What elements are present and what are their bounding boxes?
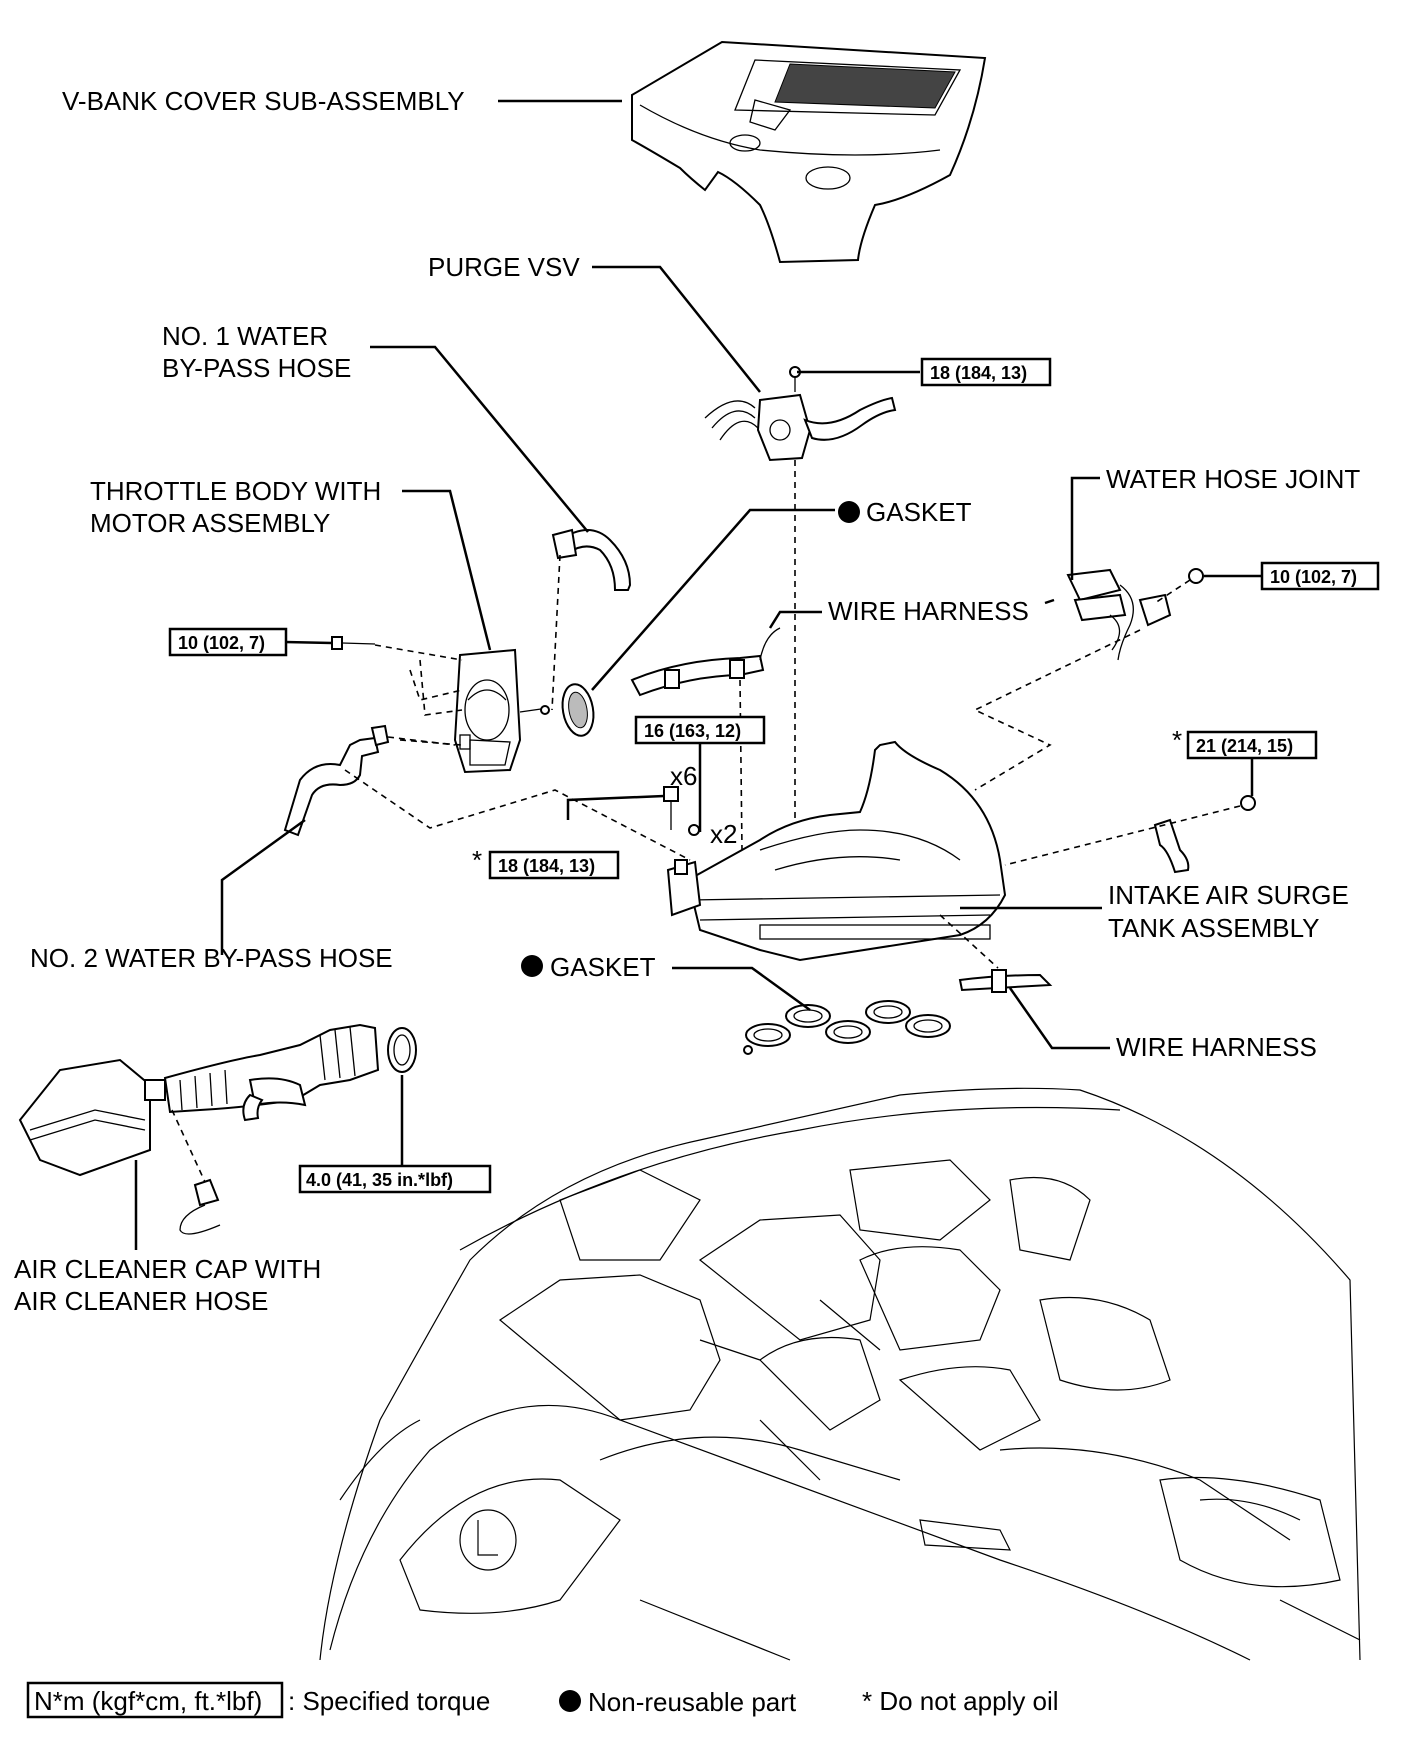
no1-water-bypass-hose-part: [551, 528, 632, 591]
throttle-body-part: [453, 648, 550, 774]
throttle-body-label-1: THROTTLE BODY WITH: [90, 476, 381, 506]
manifold-gasket-part: [743, 1000, 951, 1055]
torque-purge-vsv-box: 18 (184, 13): [920, 357, 1052, 387]
legend-nonreusable: Non-reusable part: [588, 1687, 797, 1717]
air-cleaner-part: [18, 1023, 417, 1235]
legend-torque-box: [26, 1681, 284, 1719]
nonreusable-marker-icon: [521, 955, 543, 977]
water-hose-joint-label: WATER HOSE JOINT: [1106, 464, 1360, 494]
qty-x2-label: x2: [710, 819, 737, 849]
intake-surge-label-1: INTAKE AIR SURGE: [1108, 880, 1349, 910]
no1-water-hose-label-2: BY-PASS HOSE: [162, 353, 351, 383]
torque-surge-tank-box: 18 (184, 13): [488, 850, 620, 880]
torque-water-joint-box: 10 (102, 7): [1260, 561, 1380, 591]
torque-manifold-nut-box: 16 (163, 12): [634, 715, 766, 745]
torque-throttle-box: 10 (102, 7): [168, 627, 288, 657]
intake-surge-label-2: TANK ASSEMBLY: [1108, 913, 1319, 943]
throttle-gasket-part: [561, 683, 595, 737]
throttle-bolt-part: [331, 636, 376, 650]
legend-torque-unit: N*m (kgf*cm, ft.*lbf): [34, 1686, 262, 1716]
v-bank-cover-label: V-BANK COVER SUB-ASSEMBLY: [62, 86, 465, 116]
manifold-nut-part: [688, 824, 700, 836]
wire-harness-top-label: WIRE HARNESS: [828, 596, 1029, 626]
legend-no-oil: * Do not apply oil: [862, 1686, 1059, 1716]
svg-text:18 (184, 13): 18 (184, 13): [930, 363, 1027, 383]
svg-text:21 (214, 15): 21 (214, 15): [1196, 736, 1293, 756]
bracket-bolt-part: [1240, 795, 1256, 811]
v-bank-cover-part: [631, 40, 987, 264]
no2-water-bypass-hose-part: [283, 724, 390, 837]
torque-hose-clamp-box: 4.0 (41, 35 in.*lbf): [298, 1164, 492, 1194]
gasket-top-label: GASKET: [866, 497, 972, 527]
wire-harness-bottom-label: WIRE HARNESS: [1116, 1032, 1317, 1062]
svg-text:16 (163, 12): 16 (163, 12): [644, 721, 741, 741]
no-oil-asterisk: *: [472, 845, 482, 875]
air-cleaner-label-1: AIR CLEANER CAP WITH: [14, 1254, 321, 1284]
no-oil-asterisk: *: [1172, 725, 1182, 755]
svg-text:4.0 (41, 35 in.*lbf): 4.0 (41, 35 in.*lbf): [306, 1170, 453, 1190]
water-hose-joint-part: [1066, 568, 1172, 661]
air-cleaner-label-2: AIR CLEANER HOSE: [14, 1286, 268, 1316]
no1-water-hose-label-1: NO. 1 WATER: [162, 321, 328, 351]
vehicle-engine-bay-illustration: [319, 1087, 1361, 1661]
wire-harness-top-part: [630, 627, 781, 697]
nonreusable-legend-icon: [559, 1690, 581, 1712]
wire-harness-bottom-part: [958, 969, 1053, 993]
torque-bracket-box: 21 (214, 15): [1186, 730, 1318, 760]
purge-vsv-label: PURGE VSV: [428, 252, 580, 282]
water-joint-bolt-part: [1188, 568, 1204, 584]
intake-surge-tank-part: [666, 740, 1007, 962]
gasket-bottom-label: GASKET: [550, 952, 656, 982]
purge-vsv-part: [704, 366, 897, 462]
bracket-part: [1153, 818, 1190, 874]
svg-text:18 (184, 13): 18 (184, 13): [498, 856, 595, 876]
svg-text:10 (102, 7): 10 (102, 7): [178, 633, 265, 653]
no2-water-hose-label: NO. 2 WATER BY-PASS HOSE: [30, 943, 393, 973]
qty-x6-label: x6: [670, 761, 697, 791]
legend: N*m (kgf*cm, ft.*lbf) : Specified torque…: [26, 1681, 1059, 1719]
svg-text:10 (102, 7): 10 (102, 7): [1270, 567, 1357, 587]
surge-tank-bolt-part: [663, 786, 679, 830]
nonreusable-marker-icon: [838, 501, 860, 523]
legend-torque-desc: : Specified torque: [288, 1686, 490, 1716]
throttle-body-label-2: MOTOR ASSEMBLY: [90, 508, 330, 538]
